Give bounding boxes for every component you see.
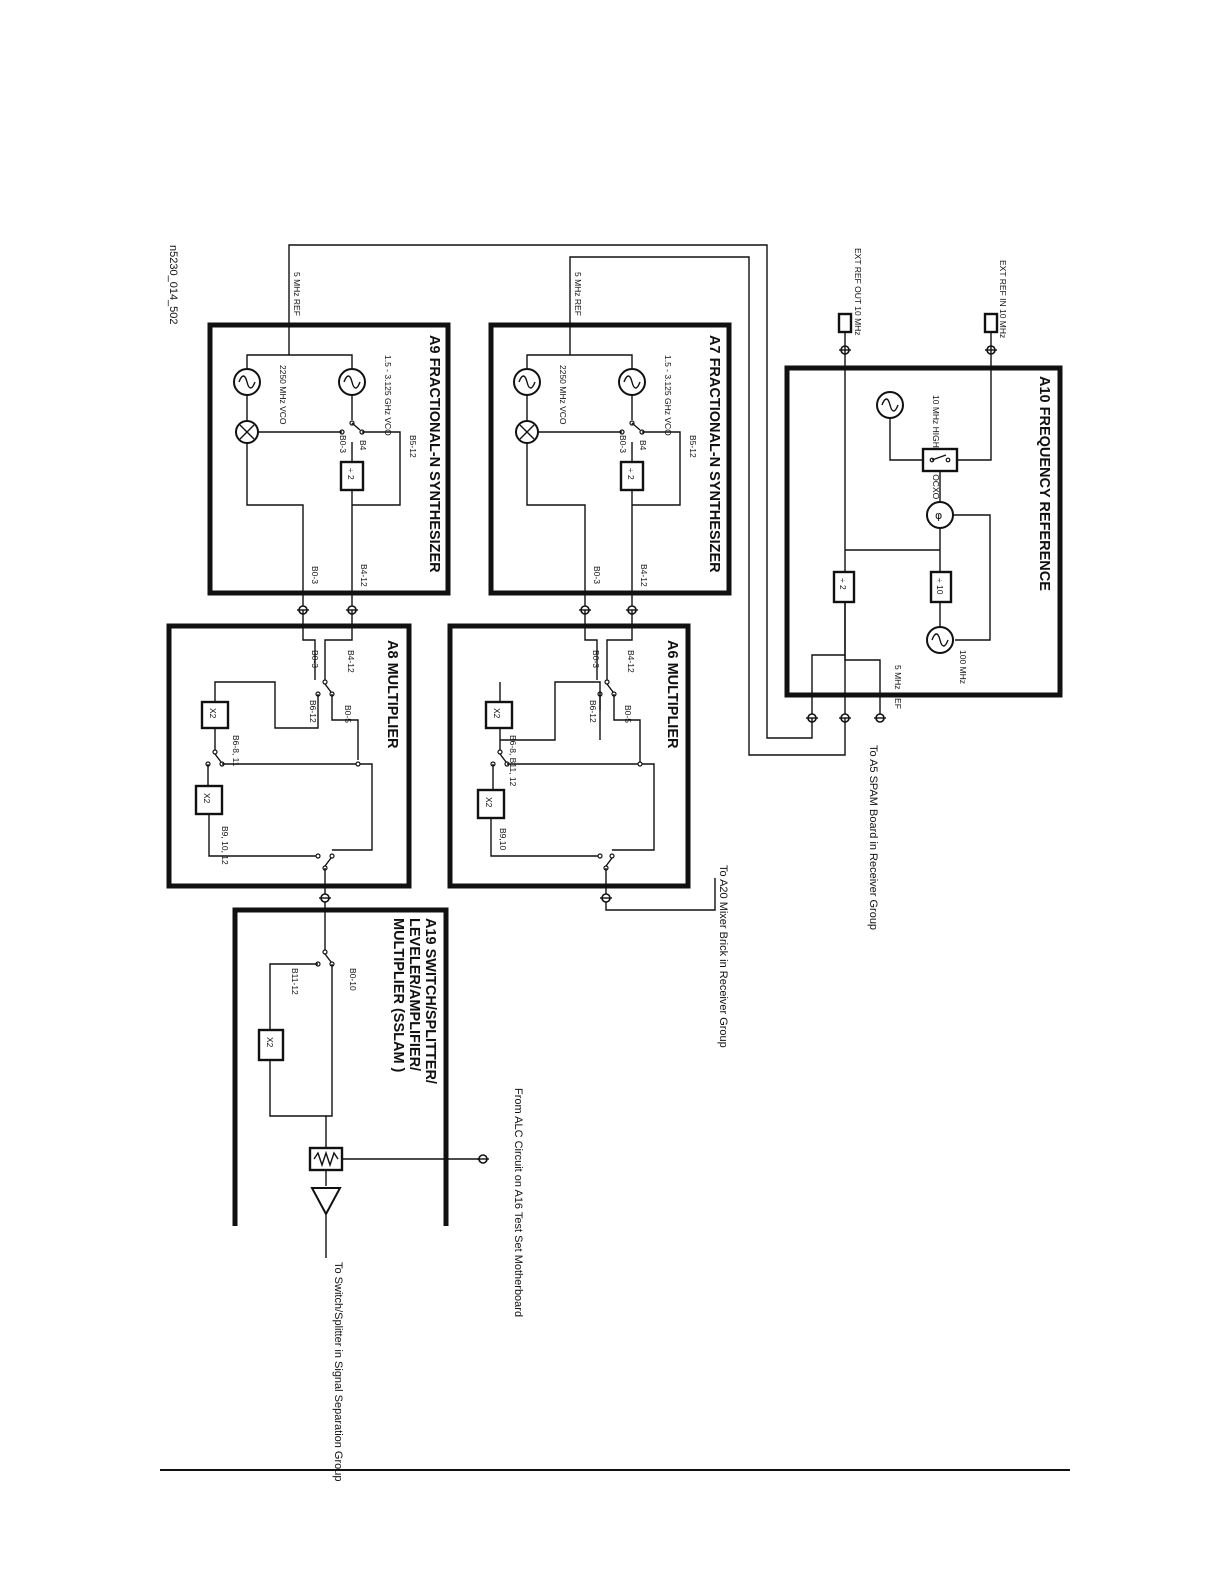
a7-synthesizer-block: A7 FRACTIONAL-N SYNTHESIZER 5 MHz REF 1.… xyxy=(488,272,732,615)
a9-vco-icon xyxy=(338,368,366,396)
a19-sslam-block: A19 SWITCH/SPLITTER/ LEVELER/AMPLIFIER/ … xyxy=(232,907,524,1482)
vco-100mhz-icon xyxy=(926,626,954,654)
a8-b03-label: B0-3 xyxy=(310,650,320,668)
a10-out-connector-3 xyxy=(873,713,887,723)
a6-b612-label: B6-12 xyxy=(588,700,598,723)
ext-ref-out-port xyxy=(837,312,853,334)
ref-select-switch xyxy=(921,447,959,473)
vco-feedback-line xyxy=(953,514,991,641)
a19-title-3: MULTIPLIER (SSLAM ) xyxy=(390,918,406,1073)
a9-out412-label: B4-12 xyxy=(359,564,369,587)
to-a20-line xyxy=(605,878,716,911)
a6-x2a-box xyxy=(484,700,514,730)
5mhz-ref-line xyxy=(844,602,881,720)
a19-b1112-label: B11-12 xyxy=(290,968,300,995)
a8-b05-label: B0-5 xyxy=(343,705,353,723)
a6-b68-label: B6-8, B11, 12 xyxy=(508,735,518,787)
a7-vco-icon xyxy=(618,368,646,396)
a8-border xyxy=(166,623,412,889)
to-a20-label: To A20 Mixer Brick in Receiver Group xyxy=(717,865,729,1048)
footer-rule xyxy=(160,1469,1070,1471)
a9-ref-label: 5 MHz REF xyxy=(292,272,302,316)
div2-label: ÷ 2 xyxy=(838,578,848,590)
a7-vco-label: 1.5 - 3.125 GHz VCO xyxy=(663,355,673,436)
div10-box xyxy=(929,570,953,604)
a8-x2a-box xyxy=(200,700,230,730)
a6-b910-label: B9,10 xyxy=(498,828,508,850)
a7-vco2-label: 2250 MHz VCO xyxy=(558,365,568,425)
div2-box xyxy=(832,570,856,604)
a8-b612-label: B6-12 xyxy=(308,700,318,723)
a6-title: A6 MULTIPLIER xyxy=(664,640,680,749)
to-a5-label: To A5 SPAM Board in Receiver Group xyxy=(867,745,879,930)
a19-x2-box xyxy=(257,1028,285,1062)
a7-div-label: ÷ 2 xyxy=(626,468,636,480)
a7-vco2-icon xyxy=(513,368,541,396)
a6-multiplier-block: A6 MULTIPLIER B0-3 B4-12 B0-5 B6-12 X2 B… xyxy=(447,610,729,1048)
a9-title: A9 FRACTIONAL-N SYNTHESIZER xyxy=(426,335,442,573)
a7-b03-label: B0-3 xyxy=(618,435,628,453)
a7-title: A7 FRACTIONAL-N SYNTHESIZER xyxy=(706,335,722,573)
a19-b010-label: B0-10 xyxy=(348,968,358,991)
ocxo-label: 10 MHz HIGH STAB OCXO xyxy=(931,395,941,500)
a7-b4-label: B4 xyxy=(638,440,648,451)
a8-b68-label: B6-8, 11 xyxy=(231,735,241,767)
a8-title: A8 MULTIPLIER xyxy=(384,640,400,749)
a19-x2-label: X2 xyxy=(265,1037,275,1048)
ext-ref-in-label: EXT REF IN 10 MHz xyxy=(998,260,1008,338)
a9-b4-label: B4 xyxy=(358,440,368,451)
a9-out03-label: B0-3 xyxy=(310,566,320,584)
ref-to-a9-line xyxy=(288,244,813,739)
a6-x2b-label: X2 xyxy=(484,797,494,808)
a19-title-2: LEVELER/AMPLIFIER/ xyxy=(406,918,422,1071)
a7-border xyxy=(488,322,732,596)
ocxo-icon xyxy=(876,391,904,419)
ref-to-a7-line xyxy=(569,256,846,756)
a10-border xyxy=(784,365,1063,698)
a7-b512-label: B5-12 xyxy=(688,435,698,458)
a9-b03-label: B0-3 xyxy=(338,435,348,453)
a7-out412-label: B4-12 xyxy=(639,564,649,587)
figure-id: n5230_014_502 xyxy=(167,245,179,325)
a6-b412-label: B4-12 xyxy=(626,650,636,673)
a19-border xyxy=(232,907,449,1226)
a7-mixer-icon xyxy=(515,420,539,444)
a10-frequency-reference-block: A10 FREQUENCY REFERENCE EXT REF IN 10 MH… xyxy=(784,248,1063,930)
a6-border xyxy=(447,623,691,889)
a7-out03-label: B0-3 xyxy=(592,566,602,584)
a9-vco-label: 1.5 - 3.125 GHz VCO xyxy=(383,355,393,436)
vco-100mhz-label: 100 MHz xyxy=(958,650,968,684)
a9-mixer-icon xyxy=(235,420,259,444)
a8-x2a-label: X2 xyxy=(208,708,218,719)
a9-synthesizer-block: A9 FRACTIONAL-N SYNTHESIZER 5 MHz REF 1.… xyxy=(207,272,451,615)
a6-b03-label: B0-3 xyxy=(591,650,601,668)
a8-b412-label: B4-12 xyxy=(346,650,356,673)
ext-ref-out-label: EXT REF OUT 10 MHz xyxy=(853,248,863,336)
a9-border xyxy=(207,322,451,596)
a7-ref-label: 5 MHz REF xyxy=(573,272,583,316)
ocxo-line xyxy=(889,418,923,461)
to-switch-label: To Switch/Splitter in Signal Separation … xyxy=(332,1262,344,1482)
a6-x2a-label: X2 xyxy=(492,708,502,719)
a9-b512-label: B5-12 xyxy=(408,435,418,458)
leveler-icon xyxy=(313,1150,339,1168)
a9-div-label: ÷ 2 xyxy=(346,468,356,480)
ext-ref-in-port xyxy=(983,312,999,334)
a8-b91012-label: B9, 10, 12 xyxy=(220,826,230,865)
amplifier-icon xyxy=(310,1187,342,1217)
a19-title-1: A19 SWITCH/SPLITTER/ xyxy=(422,918,438,1084)
a6-b05-label: B0-5 xyxy=(623,705,633,723)
a10-title: A10 FREQUENCY REFERENCE xyxy=(1036,376,1052,591)
a8-multiplier-block: A8 MULTIPLIER B0-3 B4-12 B0-5 B6-12 X2 B… xyxy=(166,610,412,950)
svg-text:φ: φ xyxy=(935,509,942,522)
a9-vco2-label: 2250 MHz VCO xyxy=(278,365,288,425)
a8-x2b-label: X2 xyxy=(202,793,212,804)
ext-ref-in-line xyxy=(940,332,992,461)
a9-vco2-icon xyxy=(233,368,261,396)
div10-label: ÷ 10 xyxy=(935,578,945,595)
alc-label: From ALC Circuit on A16 Test Set Motherb… xyxy=(512,1088,524,1317)
ref5-label: 5 MHz REF xyxy=(893,665,903,709)
